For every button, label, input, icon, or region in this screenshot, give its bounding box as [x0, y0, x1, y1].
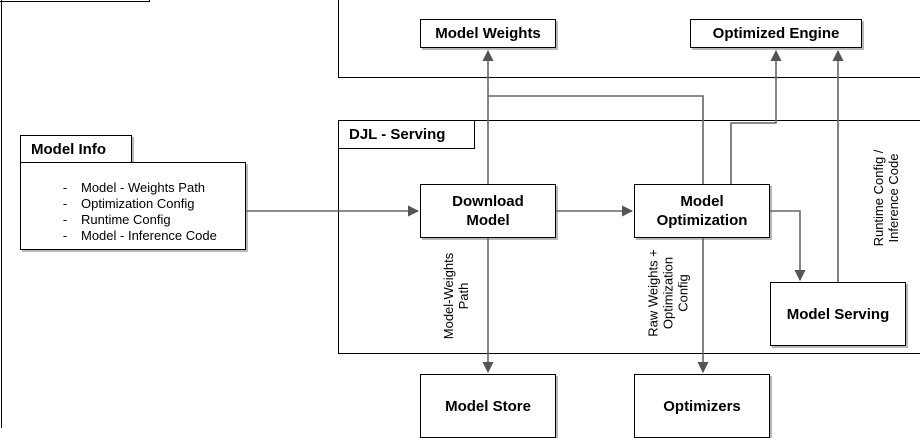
model-serving-node: Model Serving	[770, 282, 906, 346]
download-model-line-1: Download	[452, 193, 524, 210]
djl-serving-tab: DJL - Serving	[338, 120, 475, 149]
top-left-frame	[0, 0, 150, 2]
edge-label-line: Runtime Config /	[871, 149, 886, 247]
edge-label-line: Path	[456, 282, 471, 310]
model-info-list: -Model - Weights Path-Optimization Confi…	[49, 180, 217, 244]
model-info-label: Model Info	[31, 141, 106, 158]
model-store-node: Model Store	[420, 374, 556, 438]
optimizers-node: Optimizers	[634, 374, 770, 438]
optimized-engine-label: Optimized Engine	[712, 25, 840, 42]
left-outer-frame	[0, 0, 2, 428]
raw-weights-edge-label: Raw Weights + Optimization Config	[646, 249, 691, 337]
model-weights-path-edge-label: Model-Weights Path	[441, 253, 471, 339]
download-model-node: Download Model	[420, 184, 556, 238]
optimizers-label: Optimizers	[663, 397, 741, 415]
model-info-item: -Model - Weights Path	[49, 180, 217, 196]
optimized-engine-node: Optimized Engine	[690, 19, 862, 48]
model-optimization-node: Model Optimization	[634, 184, 770, 238]
model-serving-label: Model Serving	[786, 305, 890, 323]
edge-label-line: Config	[675, 274, 691, 312]
model-weights-node: Model Weights	[420, 19, 556, 48]
model-info-item-text: Model - Weights Path	[81, 180, 206, 195]
model-optimization-line-1: Model	[680, 193, 724, 210]
bullet-dash: -	[62, 212, 68, 227]
model-info-item: -Optimization Config	[49, 196, 217, 212]
bullet-dash: -	[62, 228, 68, 243]
top-storage-frame	[338, 0, 920, 78]
edge-label-line: Model-Weights	[441, 252, 456, 340]
bullet-dash: -	[62, 180, 68, 195]
model-info-node: -Model - Weights Path-Optimization Confi…	[20, 162, 246, 250]
djl-serving-label: DJL - Serving	[349, 126, 446, 143]
edge-label-line: Raw Weights +	[645, 249, 661, 337]
model-info-item: -Runtime Config	[49, 212, 217, 228]
model-optimization-line-2: Optimization	[656, 212, 748, 229]
model-info-item-text: Model - Inference Code	[81, 228, 217, 243]
runtime-config-edge-label: Runtime Config / Inference Code	[871, 150, 901, 247]
edge-label-line: Inference Code	[886, 153, 901, 243]
model-weights-label: Model Weights	[435, 25, 541, 42]
bullet-dash: -	[62, 196, 68, 211]
download-model-line-2: Model	[466, 212, 510, 229]
model-info-tab: Model Info	[20, 135, 132, 164]
model-info-item-text: Optimization Config	[81, 196, 195, 211]
model-info-item-text: Runtime Config	[81, 212, 171, 227]
edge-label-line: Optimization	[660, 256, 676, 330]
model-store-label: Model Store	[445, 397, 531, 415]
model-info-item: -Model - Inference Code	[49, 228, 217, 244]
